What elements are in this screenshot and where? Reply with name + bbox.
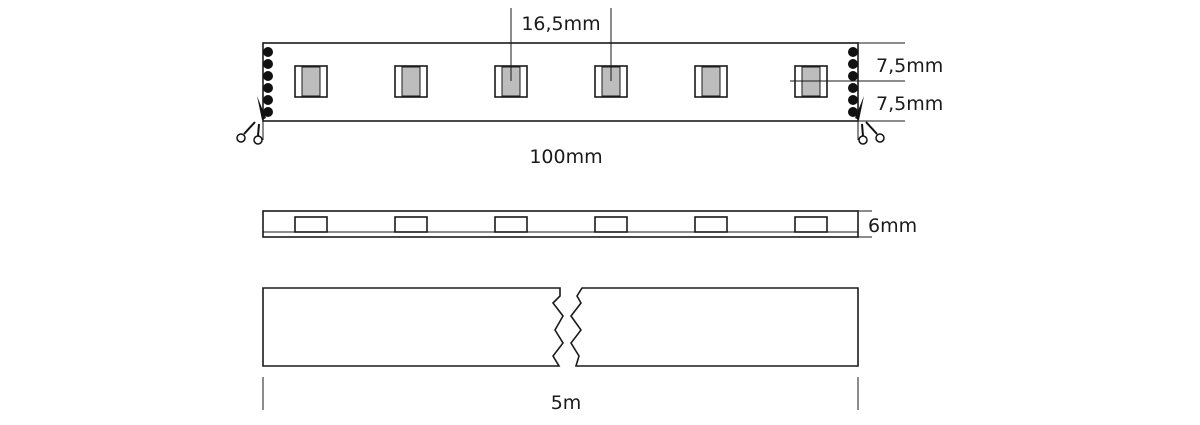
strip-outline-side-view (262, 210, 859, 238)
reel-right-segment (570, 287, 859, 367)
side-view: 6mm (262, 210, 917, 238)
led-chip-side (294, 216, 828, 233)
segment-length-label: 100mm (529, 146, 602, 168)
top-view: 16,5mm 7,5mm 7,5mm 100mm (236, 8, 943, 168)
led-chip (294, 65, 328, 98)
half-width-top-label: 7,5mm (876, 55, 943, 77)
scissors-icon (855, 96, 885, 145)
half-width-bottom-label: 7,5mm (876, 93, 943, 115)
led-chip (694, 65, 728, 98)
thickness-label: 6mm (868, 215, 917, 237)
led-chip (394, 65, 428, 98)
scissors-icon (236, 96, 266, 145)
solder-pad-icon (848, 47, 858, 117)
led-pitch-label: 16,5mm (521, 13, 600, 35)
reel-view: 5m (262, 287, 859, 414)
reel-length-label: 5m (551, 392, 582, 414)
solder-pad-icon (263, 47, 273, 117)
strip-outline-top-view (262, 42, 859, 122)
reel-left-segment (262, 287, 564, 367)
